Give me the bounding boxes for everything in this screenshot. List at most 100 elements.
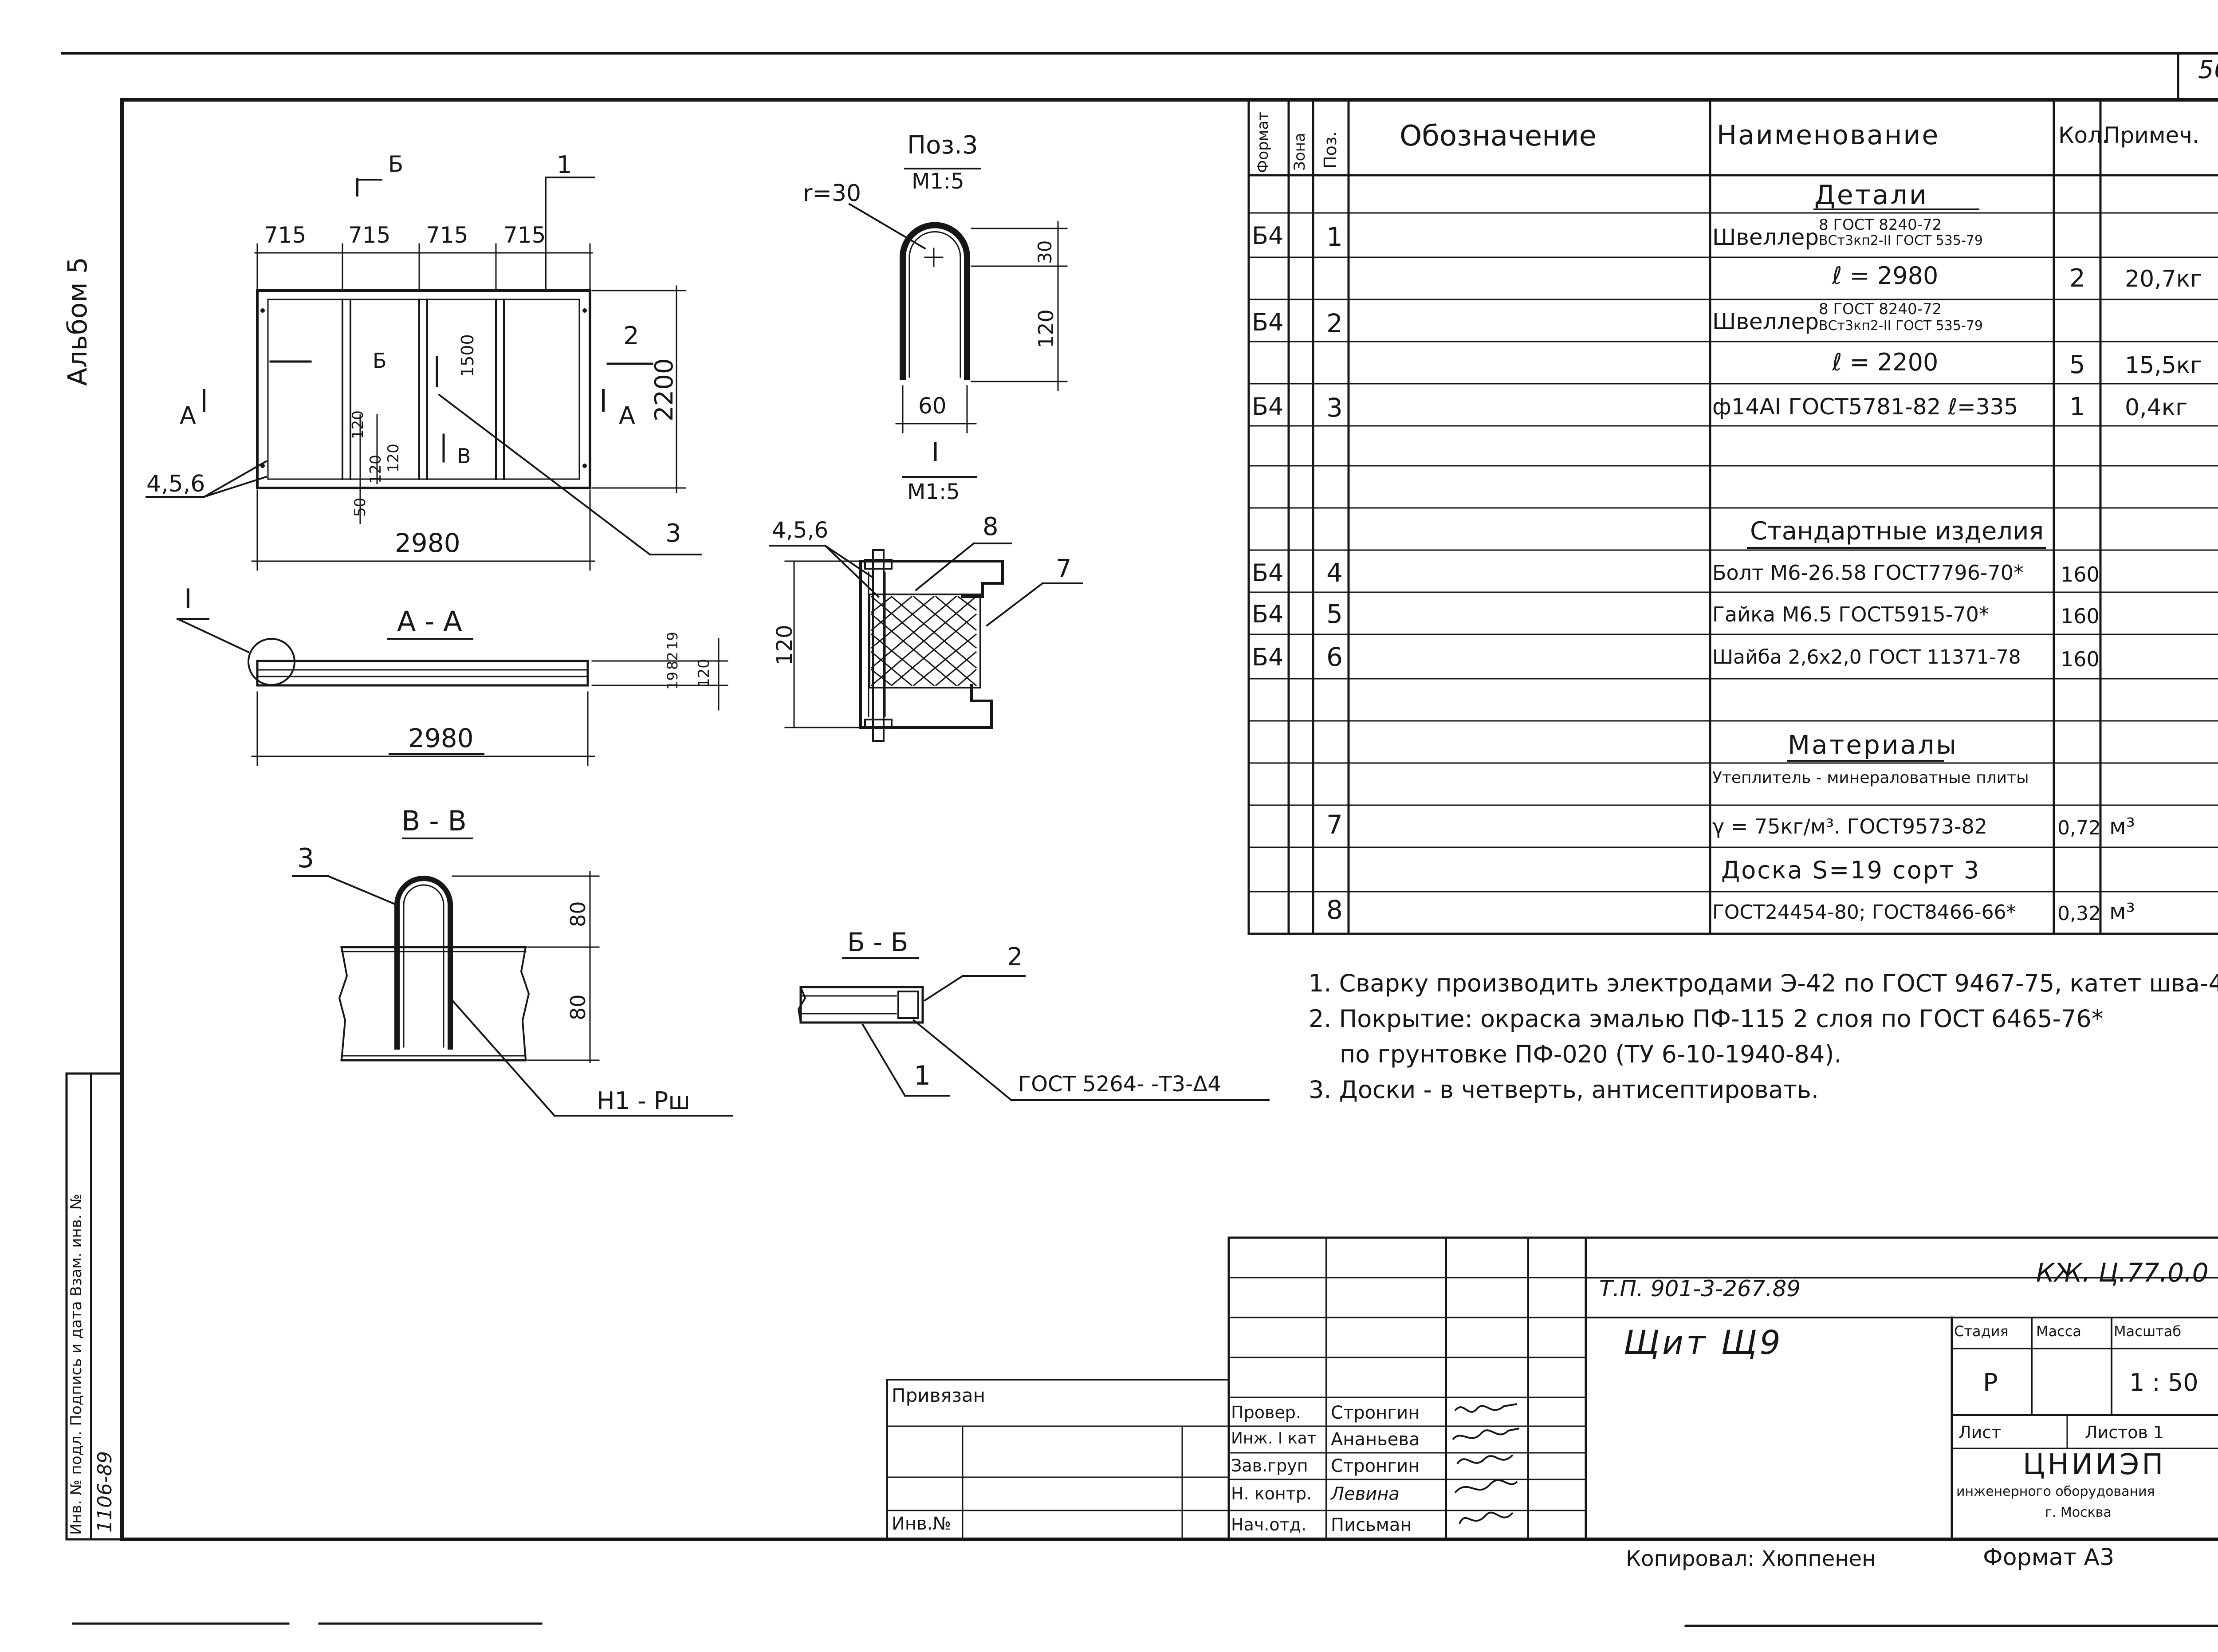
cell-pos: 7 [1326, 810, 1343, 840]
side-stamp-text: Инв. № подл. Подпись и дата Взам. инв. № [67, 1194, 85, 1535]
cell-name-bot: ВСт3кп2-II ГОСТ 535-79 [1819, 233, 1983, 248]
role-checked: Провер. [1231, 1403, 1301, 1422]
leader-3: 3 [665, 519, 681, 548]
cell-name: Болт М6-26.58 ГОСТ7796-70* [1712, 561, 2024, 585]
label-a-right: А [619, 401, 635, 429]
header-qty: Кол. [2058, 122, 2109, 148]
cell-name: Доска S=19 сорт 3 [1721, 856, 1981, 884]
copied-by: Копировал: Хюппенен [1626, 1546, 1876, 1571]
cell-qty: 0,32 [2057, 902, 2101, 925]
dim-1500: 1500 [458, 334, 477, 377]
drawing-name: Щит Щ9 [1624, 1324, 1783, 1362]
view-vv-title: В - В [401, 805, 467, 837]
node1-leader-7: 7 [1056, 555, 1072, 583]
cell-name-top: 8 ГОСТ 8240-72 [1819, 216, 1942, 234]
cell-qty: 160 [2061, 647, 2100, 671]
cell-name: ГОСТ24454-80; ГОСТ8466-66* [1712, 901, 2016, 924]
main-view-panel [256, 289, 591, 489]
leader-1: 1 [557, 151, 572, 179]
attached-label: Привязан [892, 1385, 986, 1406]
dim-715-1: 715 [264, 222, 307, 248]
section-details: Детали [1814, 180, 1928, 211]
label-v: В [457, 444, 471, 468]
node-label: I [184, 583, 192, 614]
dim-80a: 80 [566, 901, 590, 927]
signatures [1452, 1403, 1520, 1524]
cell-pos: 5 [1326, 599, 1343, 629]
view-bb-leader-2: 2 [1007, 943, 1023, 972]
side-stamp-number: 1106-89 [94, 1451, 116, 1533]
cell-note: 0,4кг [2125, 394, 2188, 421]
label-b-small: Б [373, 349, 387, 373]
header-name: Наименование [1717, 120, 1940, 151]
view-bb-leader-1: 1 [914, 1060, 931, 1091]
cell-qty: 2 [2069, 264, 2085, 293]
header-note: Примеч. [2104, 122, 2199, 148]
dim-715-4: 715 [503, 222, 546, 248]
dim-aa-19a: 19 [664, 672, 681, 690]
pos3-dim-60: 60 [918, 393, 947, 419]
person-engineer: Ананьева [1331, 1429, 1420, 1450]
pos3-scale: М1:5 [912, 169, 964, 194]
dim-2980-aa: 2980 [408, 723, 474, 753]
cell-name: Швеллер [1712, 224, 1819, 250]
cell-qty: 0,72 [2057, 817, 2101, 839]
mass-header: Масса [2036, 1323, 2082, 1340]
person-checked: Стронгин [1331, 1403, 1420, 1423]
spec-table-grid [1247, 98, 2218, 935]
node1-leader-456: 4,5,6 [772, 517, 829, 543]
weld-label-vv: Н1 - Рш [597, 1087, 690, 1115]
cell-format: Б4 [1252, 308, 1284, 336]
org-name: ЦНИИЭП [2023, 1448, 2166, 1481]
scale-header: Масштаб [2114, 1323, 2182, 1340]
cell-qty: 5 [2069, 350, 2085, 379]
cell-note: 15,5кг [2125, 352, 2202, 379]
sheet-format: Формат А3 [1983, 1544, 2115, 1571]
sheet-label: Лист [1958, 1423, 2002, 1442]
person-group-head: Стронгин [1331, 1456, 1420, 1476]
cell-qty: 1 [2069, 393, 2085, 421]
title-block-grid [886, 1236, 2218, 1541]
header-zone: Зона [1291, 133, 1309, 171]
cell-name: ф14АI ГОСТ5781-82 ℓ=335 [1712, 394, 2018, 420]
dim-small-50: 50 [351, 497, 369, 517]
stage-value: Р [1983, 1369, 1998, 1397]
inv-label: Инв.№ [892, 1514, 951, 1534]
node1-dim-120: 120 [772, 625, 797, 665]
pos3-title: Поз.3 [907, 131, 978, 160]
view-aa [176, 618, 728, 766]
cell-format: Б4 [1252, 559, 1284, 587]
org-sub: инженерного оборудования [1956, 1484, 2155, 1499]
dim-small-120b: 120 [367, 455, 385, 484]
org-city: г. Москва [2045, 1505, 2112, 1520]
node1-view [769, 542, 1083, 742]
sheets-label: Листов 1 [2085, 1423, 2164, 1442]
cell-note: м³ [2109, 899, 2135, 924]
view-bb-title: Б - Б [847, 927, 908, 957]
cell-name: Гайка М6.5 ГОСТ5915-70* [1712, 602, 1989, 626]
cell-pos: 2 [1326, 308, 1343, 338]
leader-3-vv: 3 [297, 843, 315, 874]
cell-qty: 160 [2061, 604, 2100, 628]
pos3-dim-120: 120 [1034, 309, 1058, 348]
note-2: 2. Покрытие: окраска эмалью ПФ-115 2 сло… [1309, 1005, 2104, 1033]
dim-715-2: 715 [348, 222, 391, 248]
view-bb [797, 957, 1270, 1101]
leader-456: 4,5,6 [146, 471, 205, 497]
dim-small-120c: 120 [385, 444, 402, 472]
section-materials: Материалы [1788, 730, 1958, 760]
cell-pos: 4 [1326, 558, 1343, 588]
role-dept-head: Нач.отд. [1231, 1515, 1307, 1534]
view-vv [292, 838, 733, 1117]
note-1: 1. Сварку производить электродами Э-42 п… [1309, 969, 2218, 997]
leader-2: 2 [623, 322, 639, 350]
dim-aa-120: 120 [695, 659, 713, 688]
cell-name-bot: ВСт3кп2-II ГОСТ 535-79 [1819, 318, 1983, 334]
node1-scale: М1:5 [907, 480, 960, 504]
pos3-dim-30: 30 [1034, 240, 1056, 264]
pos3-radius: r=30 [803, 180, 861, 207]
dim-2200: 2200 [650, 358, 679, 421]
drawing-mark: КЖ. Ц.77.0.0 [2036, 1258, 2209, 1288]
dim-small-120a: 120 [349, 410, 367, 439]
